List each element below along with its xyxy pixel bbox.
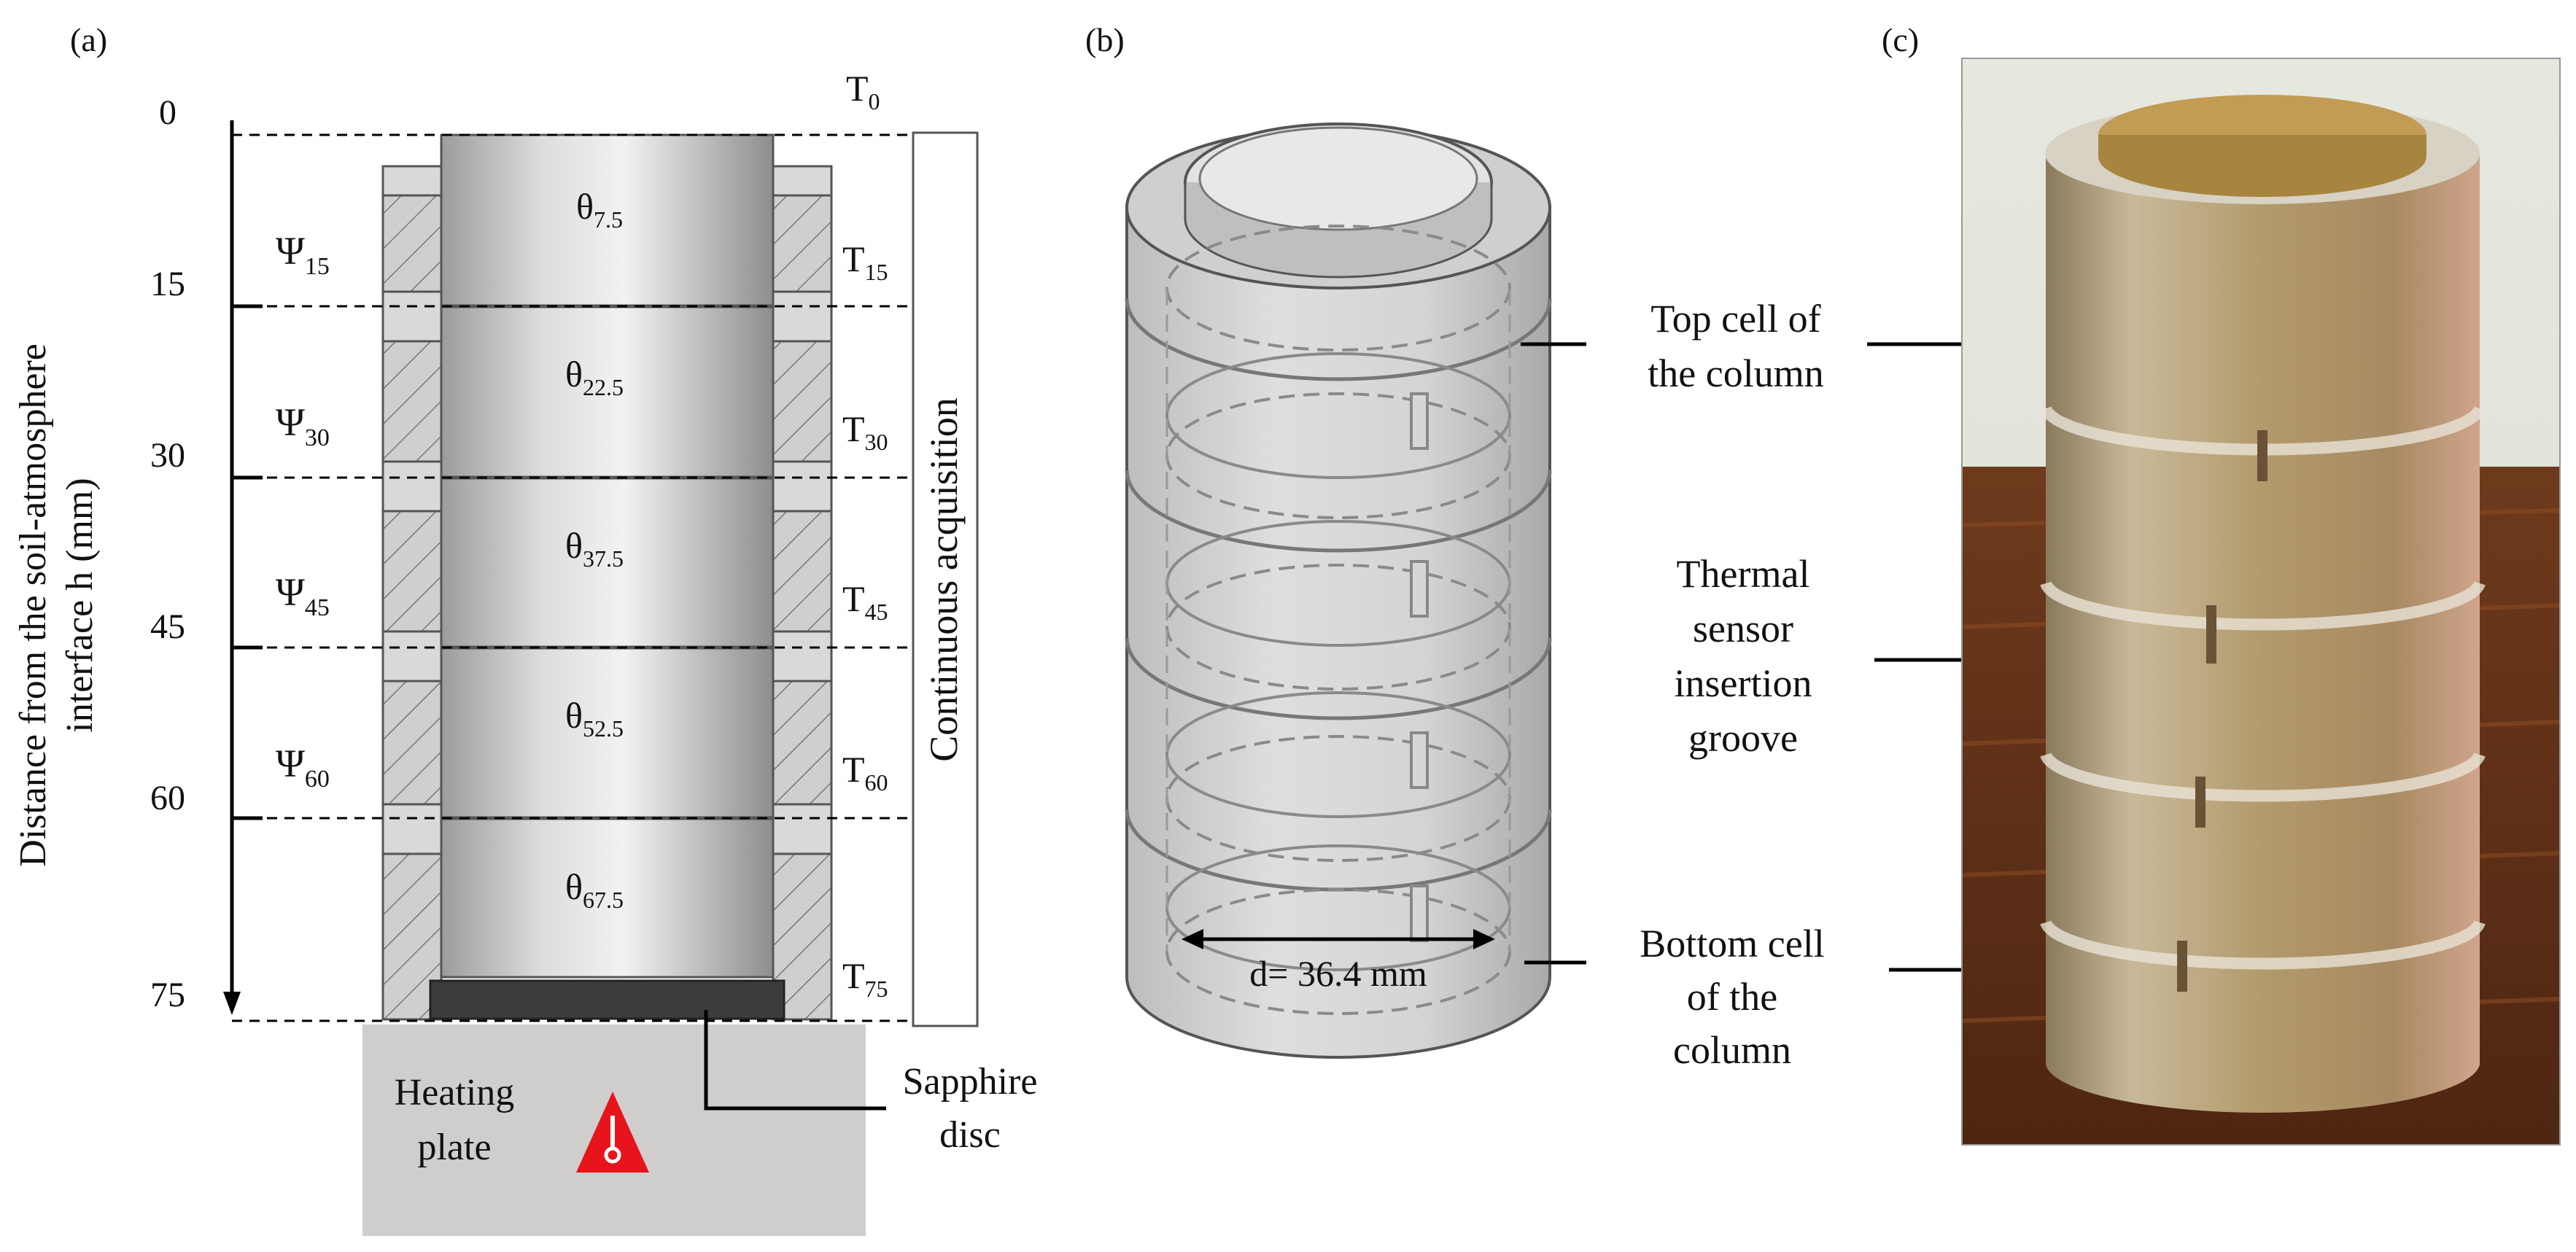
panel-c: (c) [1882,21,2561,1146]
panel-b-label: (b) [1085,21,1125,58]
shared-callouts: Top cell of the column Thermal sensor in… [1640,297,2206,1072]
top-collar-left [381,165,443,197]
depth-dashed-lines [232,133,908,1022]
tick-label: 15 [150,265,185,303]
temp-15: T15 [842,238,888,285]
theta-7-5: θ7.5 [576,186,623,233]
sapphire-label-line2: disc [939,1114,1001,1156]
column-inner-rim [1198,126,1478,231]
depth-axis-arrowhead [223,992,241,1015]
tick-label: 0 [159,93,176,132]
psi-labels: Ψ15 Ψ30 Ψ45 Ψ60 [276,229,330,793]
column-photo [1961,58,2561,1146]
tick-label: 45 [150,607,185,646]
psi-30: Ψ30 [276,400,330,451]
groove-label-line3: insertion [1675,661,1812,705]
psi-45: Ψ45 [276,570,330,621]
diameter-arrowhead-right [1473,929,1495,949]
groove-label-line1: Thermal [1677,552,1810,596]
bottom-cell-label-line3: column [1673,1028,1791,1072]
warning-thermometer-icon [576,1092,649,1173]
temperature-labels: T0 T15 T30 T45 T60 T75 [842,68,888,1002]
temp-0: T0 [846,68,880,114]
psi-60: Ψ60 [276,742,330,793]
theta-22-5: θ22.5 [565,354,624,400]
depth-ticks: 0 15 30 45 60 75 [150,93,185,1014]
temp-75: T75 [842,955,888,1002]
diameter-label: d= 36.4 mm [1249,953,1427,994]
bottom-cell-label-line1: Bottom cell [1640,922,1824,965]
theta-37-5: θ37.5 [565,525,624,572]
tick-label: 30 [150,436,185,475]
sapphire-leader-line [704,1010,886,1111]
temp-45: T45 [842,578,888,625]
temp-60: T60 [842,749,888,796]
heating-plate-label-line2: plate [417,1127,491,1168]
y-axis-label-line2: interface h (mm) [59,478,101,732]
psi-15: Ψ15 [276,229,330,280]
sensor-grooves [1410,392,1429,942]
tick-label: 60 [150,779,185,817]
soil-column [440,133,775,979]
panel-a: (a) Distance from the soil-atmosphere in… [12,21,1037,1236]
sapphire-label-line1: Sapphire [903,1061,1038,1103]
panel-b: (b) [1085,21,1586,1059]
tick-label: 75 [150,976,185,1014]
top-cell-label-line2: the column [1648,351,1823,395]
continuous-acquisition-label: Continuous acquisition [922,397,966,762]
theta-52-5: θ52.5 [565,695,624,742]
theta-labels: θ7.5 θ22.5 θ37.5 θ52.5 θ67.5 [565,186,624,913]
cell-joints [381,290,833,855]
sapphire-disc [429,979,785,1020]
depth-tick-marks [232,304,263,820]
groove-label-line4: groove [1688,716,1798,760]
continuous-acquisition-box [912,131,979,1027]
temp-30: T30 [842,408,888,455]
heating-plate-label-line1: Heating [395,1072,515,1113]
top-cell-label-line1: Top cell of [1650,297,1820,341]
diameter-arrowhead-left [1182,929,1203,949]
y-axis-label-line1: Distance from the soil-atmosphere [12,343,54,867]
bottom-cell-label-line2: of the [1687,975,1777,1019]
groove-label-line2: sensor [1693,607,1793,650]
theta-67-5: θ67.5 [565,866,624,913]
panel-a-label: (a) [70,21,107,58]
top-collar-right [772,165,833,197]
panel-c-label: (c) [1882,21,1919,58]
